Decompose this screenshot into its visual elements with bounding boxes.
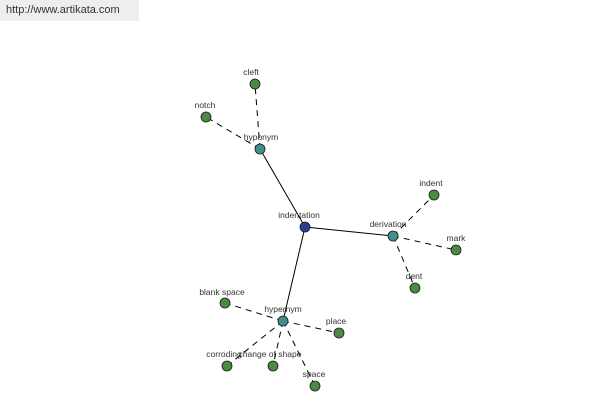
label-indent[interactable]: indent [419,178,443,188]
label-space[interactable]: space [303,369,326,379]
label-corroding[interactable]: corroding [206,349,242,359]
node-place[interactable] [333,327,345,339]
edge-hypernym-corroding [226,320,284,367]
graph-labels: indentation hyponym cleft notch derivation in… [195,67,467,379]
node-change-of-shape[interactable] [267,360,279,372]
node-mark[interactable] [450,244,462,256]
edge-derivation-indent [392,194,435,237]
label-place[interactable]: place [326,316,347,326]
node-hypernym[interactable] [277,315,289,327]
edge-derivation-dent [392,235,416,289]
label-change-of-shape[interactable]: change of shape [239,349,302,359]
node-notch[interactable] [200,111,212,123]
graph-edges [205,83,457,387]
label-hypernym[interactable]: hypernym [264,304,301,314]
node-blank-space[interactable] [219,297,231,309]
node-corroding[interactable] [221,360,233,372]
edge-indentation-derivation [304,226,394,237]
node-indentation[interactable] [299,221,311,233]
edge-hypernym-space [282,320,316,387]
label-notch[interactable]: notch [195,100,216,110]
label-mark[interactable]: mark [447,233,467,243]
url-banner[interactable]: http://www.artikata.com [0,0,139,21]
label-dent[interactable]: dent [406,271,423,281]
edge-indentation-hypernym [282,226,306,322]
label-hyponym[interactable]: hyponym [244,132,279,142]
label-blank-space[interactable]: blank space [199,287,245,297]
edge-hypernym-place [282,320,340,334]
label-indentation[interactable]: indentation [278,210,320,220]
node-cleft[interactable] [249,78,261,90]
label-cleft[interactable]: cleft [243,67,259,77]
node-hyponym[interactable] [254,143,266,155]
graph-nodes [200,78,462,392]
node-space[interactable] [309,380,321,392]
edge-hypernym-change-of-shape [272,320,284,367]
node-dent[interactable] [409,282,421,294]
node-indent[interactable] [428,189,440,201]
label-derivation[interactable]: derivation [370,219,407,229]
edge-indentation-hyponym [259,148,306,228]
node-derivation[interactable] [387,230,399,242]
